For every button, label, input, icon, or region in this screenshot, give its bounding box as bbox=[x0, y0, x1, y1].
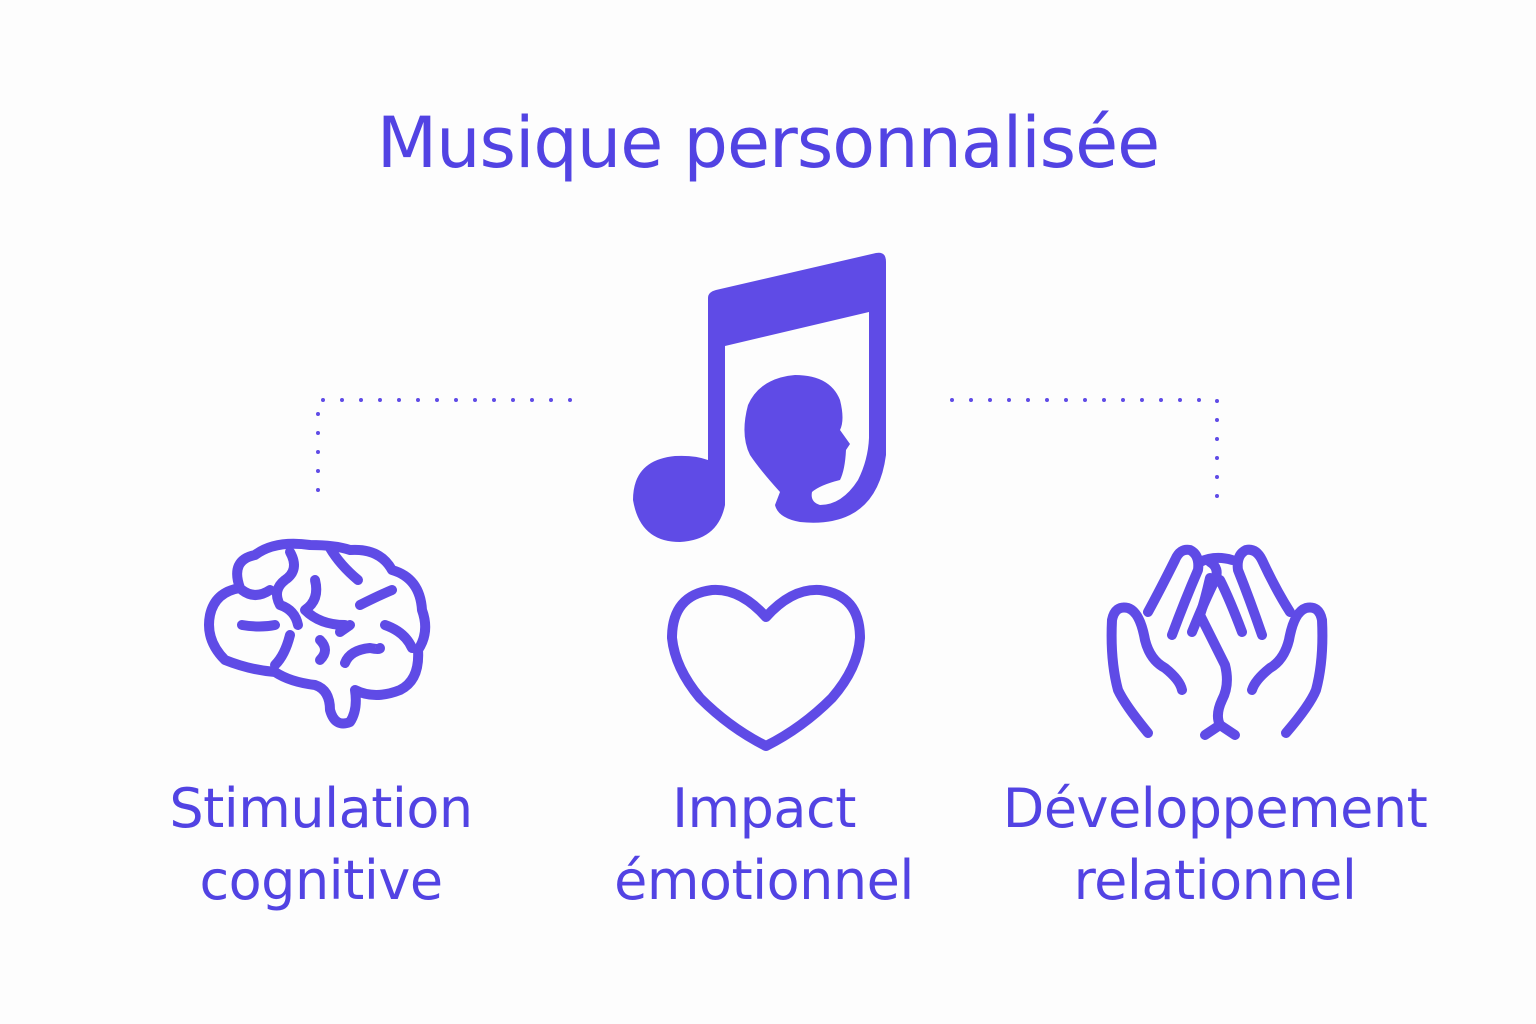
hands-icon bbox=[1106, 544, 1328, 740]
label-line1: Impact bbox=[672, 777, 856, 840]
branch-label-cognitive: Stimulation cognitive bbox=[121, 773, 521, 917]
connectors bbox=[316, 398, 1219, 502]
branch-label-relational: Développement relationnel bbox=[965, 773, 1465, 917]
heart-icon bbox=[667, 584, 865, 751]
music-note-with-head-icon bbox=[633, 252, 886, 542]
label-line2: cognitive bbox=[199, 849, 443, 912]
connector-right bbox=[950, 398, 1219, 502]
label-line2: relationnel bbox=[1073, 849, 1357, 912]
branch-label-emotional: Impact émotionnel bbox=[564, 773, 964, 917]
brain-icon bbox=[204, 538, 431, 729]
label-line2: émotionnel bbox=[614, 849, 914, 912]
label-line1: Stimulation bbox=[169, 777, 473, 840]
diagram-title: Musique personnalisée bbox=[376, 102, 1161, 184]
connector-left bbox=[316, 398, 572, 502]
label-line1: Développement bbox=[1002, 777, 1428, 840]
